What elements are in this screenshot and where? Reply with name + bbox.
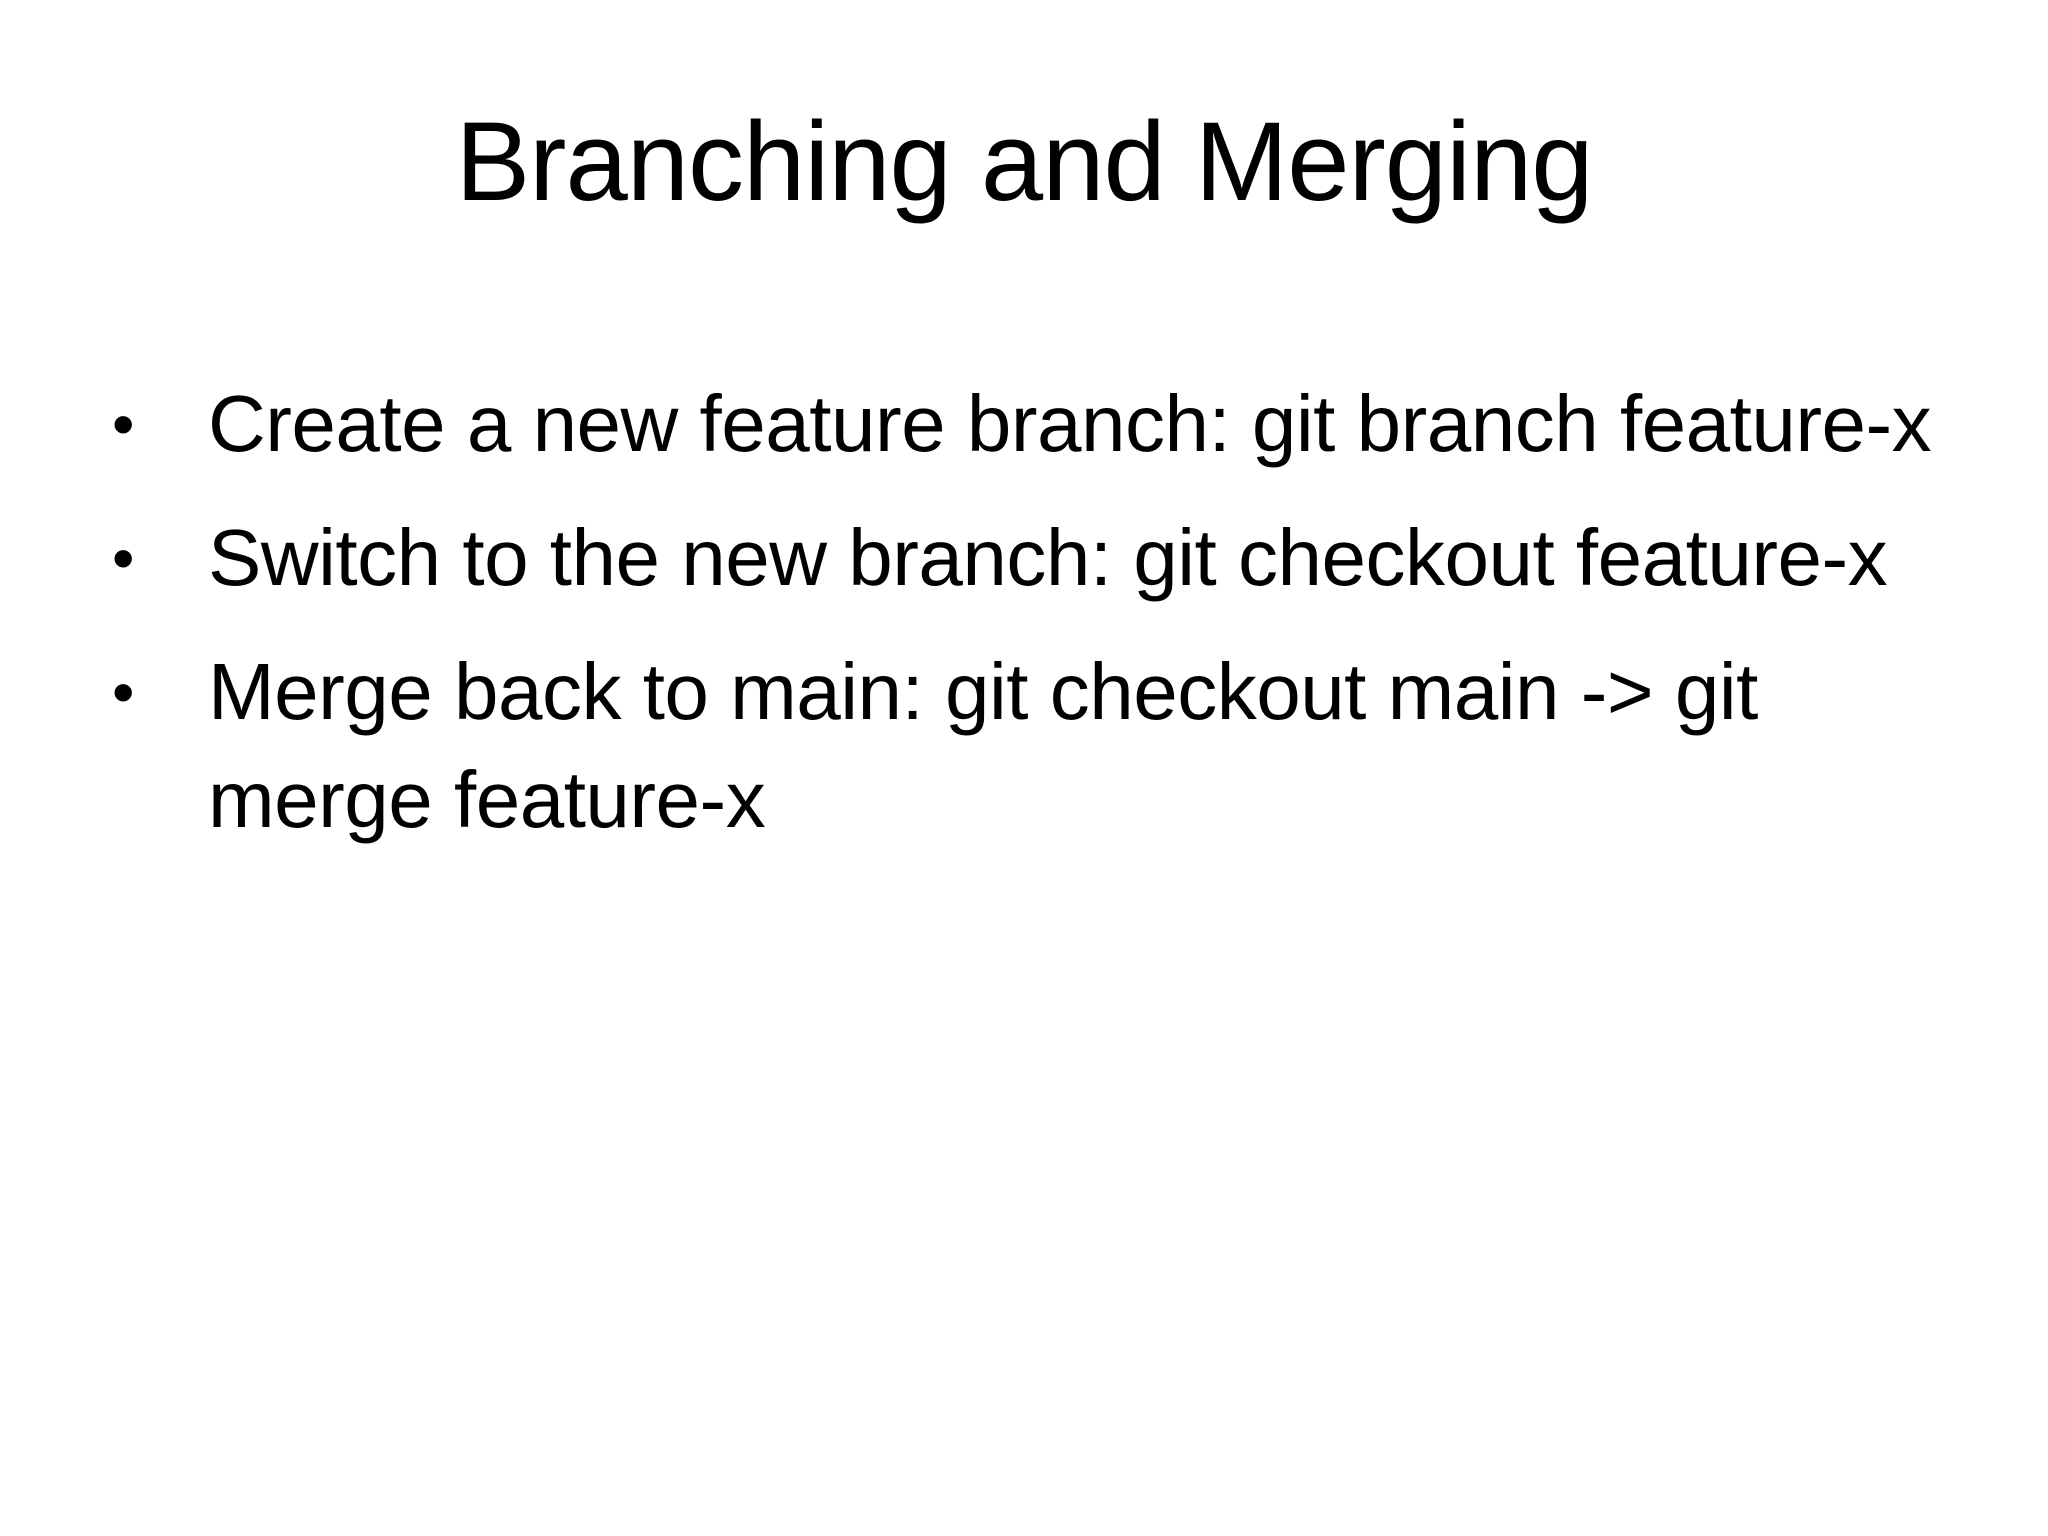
list-item: • Switch to the new branch: git checkout… — [0, 504, 2048, 612]
bullet-icon: • — [112, 388, 134, 460]
bullet-icon: • — [112, 656, 134, 728]
slide-title: Branching and Merging — [455, 99, 1593, 224]
bullet-text: Create a new feature branch: git branch … — [208, 379, 1932, 468]
list-item: • Merge back to main: git checkout main … — [0, 638, 2048, 854]
bullet-list: • Create a new feature branch: git branc… — [0, 370, 2048, 854]
bullet-text: Merge back to main: git checkout main ->… — [208, 647, 1758, 844]
bullet-text: Switch to the new branch: git checkout f… — [208, 513, 1888, 602]
bullet-icon: • — [112, 522, 134, 594]
list-item: • Create a new feature branch: git branc… — [0, 370, 2048, 478]
